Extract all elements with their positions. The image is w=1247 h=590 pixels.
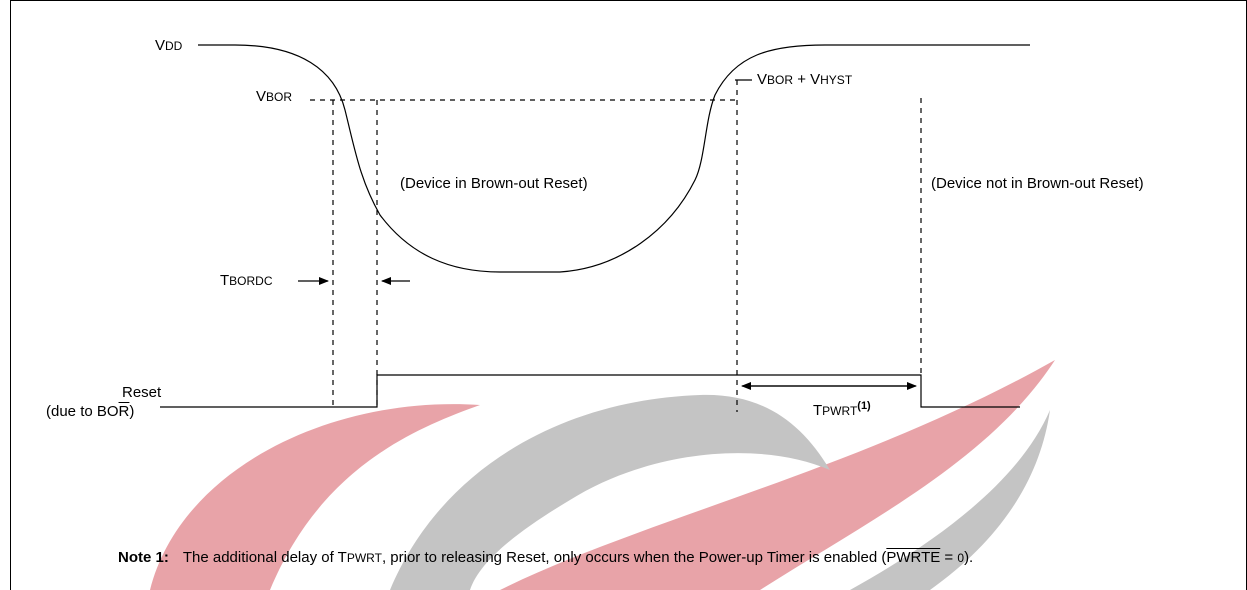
footnote-text: The additional delay of TPWRT, prior to … bbox=[182, 549, 974, 566]
not-in-reset-label: (Device not in Brown-out Reset) bbox=[931, 175, 1144, 192]
footnote-label: Note 1: bbox=[118, 549, 169, 566]
frame-border bbox=[10, 0, 1247, 590]
in-reset-label: (Device in Brown-out Reset) bbox=[400, 175, 588, 192]
vdd-label: VDD bbox=[155, 37, 183, 54]
reset-cause-label: (due to BOR) bbox=[46, 403, 135, 420]
watermark-gray-swoosh-right bbox=[850, 410, 1050, 590]
reset-label: Reset bbox=[122, 384, 162, 401]
watermark-red-swoosh-right bbox=[500, 360, 1055, 590]
vbor-label: VBOR bbox=[256, 88, 293, 105]
footnote: Note 1: The additional delay of TPWRT, pr… bbox=[118, 549, 973, 566]
tbordc-label: TBORDC bbox=[220, 272, 273, 289]
tpwrt-label: TPWRT(1) bbox=[813, 400, 871, 419]
vbor-hyst-label: VBOR + VHYST bbox=[757, 71, 853, 88]
reset-waveform bbox=[160, 374, 1020, 408]
watermark-gray-arc bbox=[390, 394, 830, 590]
vdd-waveform bbox=[198, 44, 1030, 273]
watermark-red-swoosh bbox=[150, 404, 480, 590]
